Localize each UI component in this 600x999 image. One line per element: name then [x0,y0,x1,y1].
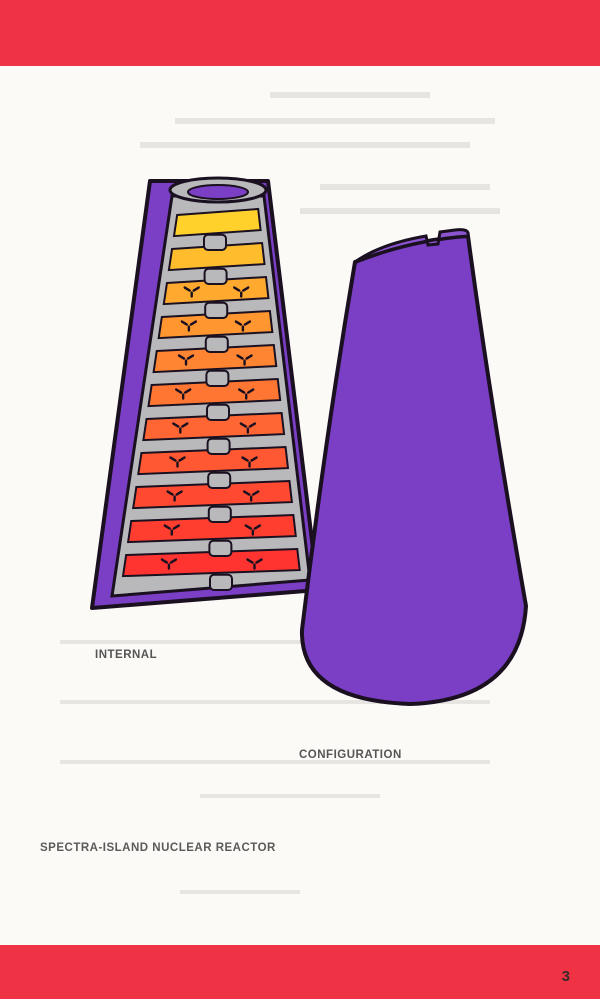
page-number: 3 [562,968,570,985]
core-segment [210,575,232,590]
core-segment [206,371,228,386]
core-segment [209,507,231,522]
internal-caption: INTERNAL [95,649,157,661]
configuration-caption: CONFIGURATION [299,749,402,761]
internal-cutaway [92,178,318,608]
core-segment [208,473,230,488]
figure-title: SPECTRA-ISLAND NUCLEAR REACTOR [40,842,276,854]
core-segment [208,439,230,454]
core-segment [207,405,229,420]
external-configuration [302,230,526,704]
reactor-illustration [0,66,600,945]
core-segment [206,337,228,352]
configuration-shell [302,236,526,704]
top-color-band [0,0,600,66]
bottom-color-band [0,945,600,999]
core-segment [205,303,227,318]
core-segment [205,269,227,284]
core-segment [209,541,231,556]
core-segment [204,235,226,250]
